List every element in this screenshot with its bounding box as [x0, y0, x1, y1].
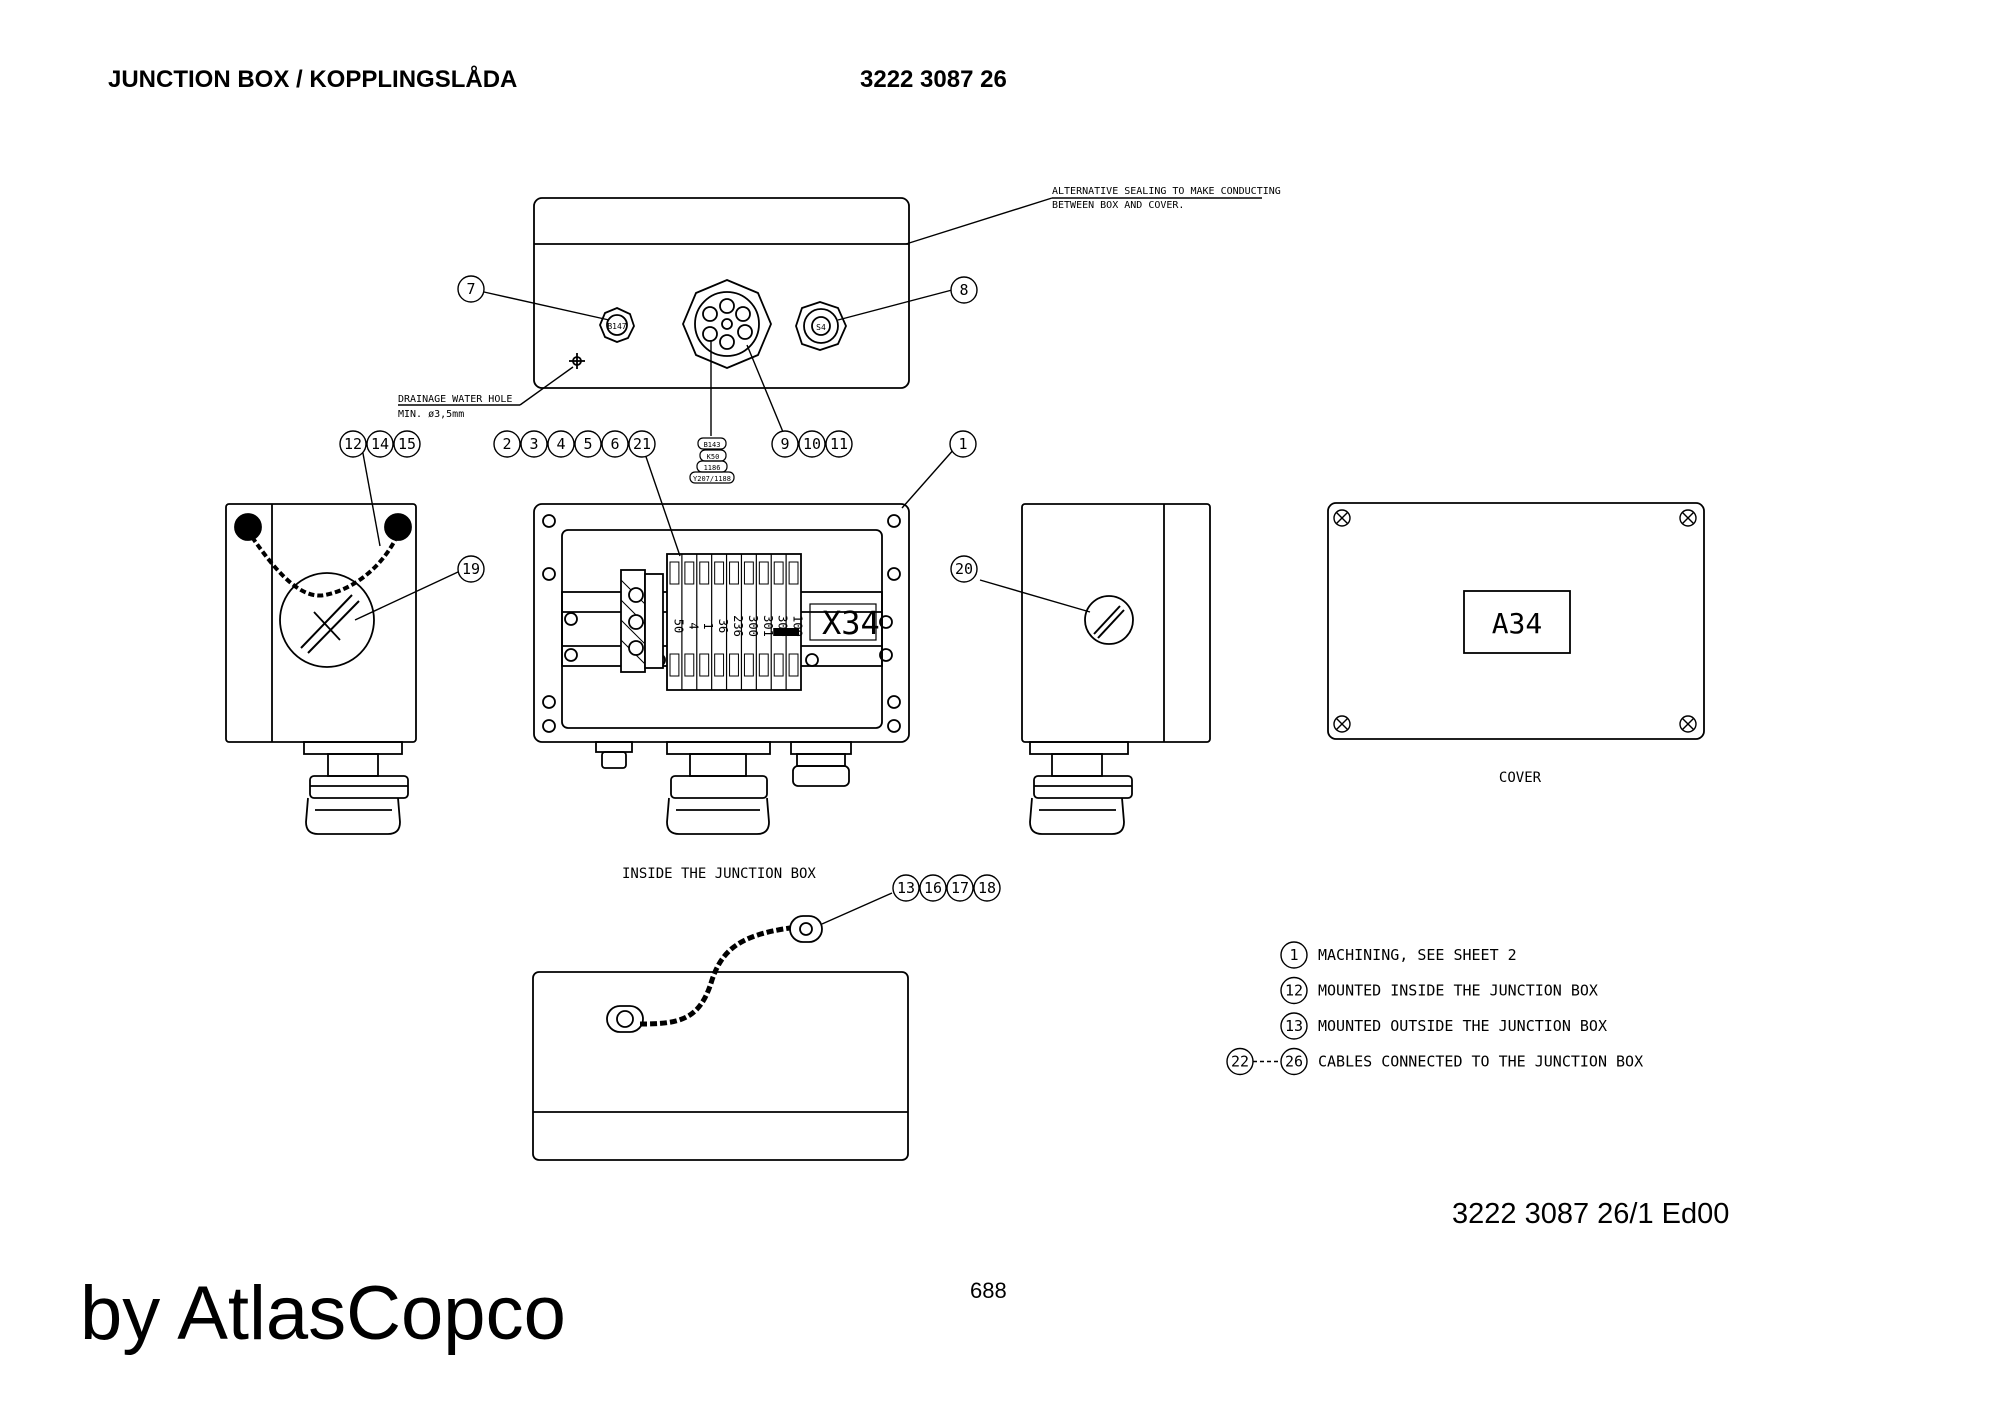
svg-text:MACHINING, SEE SHEET 2: MACHINING, SEE SHEET 2	[1318, 946, 1517, 964]
cover-view: A34 COVER	[1327, 502, 1705, 786]
terminal-label-5: 300	[746, 615, 760, 637]
terminal-label-0: 50	[671, 619, 685, 633]
drainage-note-1: DRAINAGE WATER HOLE	[398, 394, 512, 405]
terminal-block-tag: X34	[822, 604, 880, 642]
svg-text:26: 26	[1285, 1053, 1303, 1071]
terminal-label-4: 236	[731, 615, 745, 637]
inside-view-label: INSIDE THE JUNCTION BOX	[622, 866, 816, 882]
svg-text:16: 16	[924, 879, 942, 897]
callout-5: 5	[574, 430, 602, 458]
svg-text:15: 15	[398, 435, 416, 453]
svg-text:CABLES CONNECTED TO THE JUNCTI: CABLES CONNECTED TO THE JUNCTION BOX	[1318, 1053, 1643, 1071]
svg-text:21: 21	[633, 435, 651, 453]
legend-row-3: 22 26 CABLES CONNECTED TO THE JUNCTION BOX	[1226, 1047, 1643, 1076]
svg-text:5: 5	[583, 435, 592, 453]
callout-2: 2	[493, 430, 521, 458]
right-side-view	[979, 503, 1211, 835]
callout-19: 19	[457, 555, 485, 583]
callout-18: 18	[973, 874, 1001, 902]
cover-label: COVER	[1499, 770, 1542, 786]
sheet-reference: 3222 3087 26/1 Ed00	[1452, 1198, 1730, 1230]
svg-text:1: 1	[1289, 946, 1298, 964]
gland-tag-1: K50	[707, 453, 720, 461]
callout-12: 12	[339, 430, 367, 458]
legend-row-0: 1 MACHINING, SEE SHEET 2	[1280, 941, 1517, 969]
callout-10: 10	[798, 430, 826, 458]
svg-text:17: 17	[951, 879, 969, 897]
terminal-label-3: 36	[716, 619, 730, 633]
svg-text:3: 3	[529, 435, 538, 453]
svg-text:13: 13	[1285, 1017, 1303, 1035]
terminal-1: 4	[681, 554, 700, 690]
svg-text:9: 9	[780, 435, 789, 453]
gland-tag-2: 1186	[704, 464, 721, 472]
callout-17: 17	[946, 874, 974, 902]
callout-7: 7	[457, 275, 485, 303]
callout-21: 21	[628, 430, 656, 458]
svg-text:MOUNTED OUTSIDE THE JUNCTION B: MOUNTED OUTSIDE THE JUNCTION BOX	[1318, 1017, 1607, 1035]
terminal-label-2: 1	[701, 622, 715, 629]
drainage-note-2: MIN. ø3,5mm	[398, 409, 464, 420]
callout-8: 8	[950, 276, 978, 304]
callout-11: 11	[825, 430, 853, 458]
part-number: 3222 3087 26	[860, 66, 1007, 93]
callout-9: 9	[771, 430, 799, 458]
callout-6: 6	[601, 430, 629, 458]
callout-3: 3	[520, 430, 548, 458]
svg-text:6: 6	[610, 435, 619, 453]
cover-tag: A34	[1492, 607, 1543, 640]
page-number: 688	[970, 1278, 1007, 1303]
terminal-label-1: 4	[686, 622, 700, 629]
svg-text:2: 2	[502, 435, 511, 453]
svg-text:14: 14	[371, 435, 389, 453]
svg-text:10: 10	[803, 435, 821, 453]
svg-text:4: 4	[556, 435, 565, 453]
gland-tag-3: Y207/1188	[693, 475, 731, 483]
small-gland-tag: B147	[607, 322, 626, 331]
ground-view	[532, 892, 909, 1161]
svg-text:20: 20	[955, 560, 973, 578]
left-side-view	[225, 447, 459, 835]
callout-15: 15	[393, 430, 421, 458]
callout-4: 4	[547, 430, 575, 458]
terminal-label-6: 301	[761, 615, 775, 637]
bottom-glands	[595, 741, 852, 835]
svg-text:13: 13	[897, 879, 915, 897]
svg-text:7: 7	[466, 280, 475, 298]
brand-watermark: by AtlasCopco	[80, 1271, 566, 1356]
svg-text:19: 19	[462, 560, 480, 578]
terminal-marker	[773, 628, 799, 636]
document-title: JUNCTION BOX / KOPPLINGSLÅDA	[108, 66, 518, 93]
callout-14: 14	[366, 430, 394, 458]
right-gland-tag: S4	[816, 323, 826, 332]
sealing-note-1: ALTERNATIVE SEALING TO MAKE CONDUCTING	[1052, 186, 1281, 197]
svg-text:12: 12	[344, 435, 362, 453]
terminal-2: 1	[696, 554, 715, 690]
svg-text:11: 11	[830, 435, 848, 453]
svg-text:12: 12	[1285, 982, 1303, 1000]
svg-text:8: 8	[959, 281, 968, 299]
svg-text:MOUNTED INSIDE THE JUNCTION BO: MOUNTED INSIDE THE JUNCTION BOX	[1318, 982, 1598, 1000]
legend-row-1: 12 MOUNTED INSIDE THE JUNCTION BOX	[1280, 976, 1598, 1005]
top-view: B147 S4 B143 K50 1186 Y207/1188 ALTERNAT…	[398, 186, 1281, 484]
svg-text:22: 22	[1231, 1053, 1249, 1071]
gland-tag-0: B143	[704, 441, 721, 449]
sealing-note-2: BETWEEN BOX AND COVER.	[1052, 200, 1184, 211]
callout-16: 16	[919, 874, 947, 902]
terminal-3: 36	[711, 554, 730, 690]
callout-1: 1	[949, 430, 977, 458]
svg-text:18: 18	[978, 879, 996, 897]
legend: 1 MACHINING, SEE SHEET 2 12 MOUNTED INSIDE …	[1226, 941, 1643, 1076]
legend-row-2: 13 MOUNTED OUTSIDE THE JUNCTION BOX	[1280, 1012, 1607, 1040]
callout-13: 13	[892, 874, 920, 902]
svg-text:1: 1	[958, 435, 967, 453]
callout-20: 20	[950, 555, 978, 583]
